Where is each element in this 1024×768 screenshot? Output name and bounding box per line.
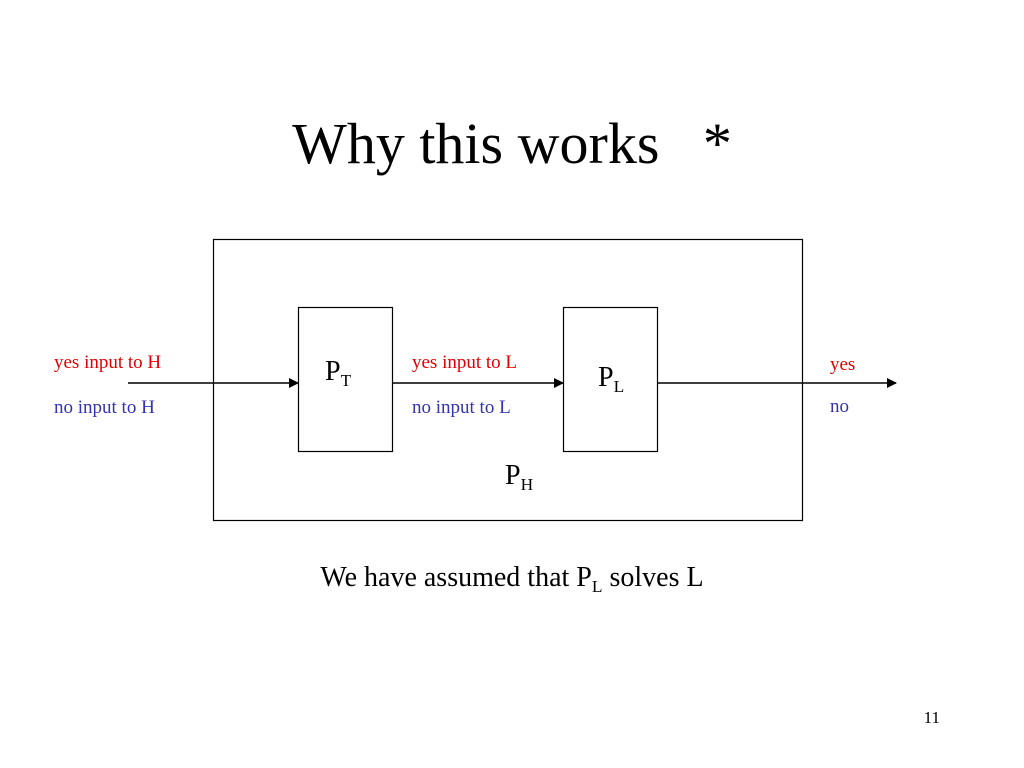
slide-title: Why this works * xyxy=(292,111,732,176)
box-pl-label: PL xyxy=(598,362,625,397)
box-pl-subscript: L xyxy=(613,377,625,397)
outer-box-ph xyxy=(212,238,804,522)
output-yes-label: yes xyxy=(830,354,856,375)
outer-box-subscript: H xyxy=(520,475,534,495)
caption: We have assumed that PL solves L xyxy=(0,560,1024,596)
slide-number: 11 xyxy=(923,708,940,727)
outer-box-label: PH xyxy=(505,460,534,495)
input-yes-label: yes input to H xyxy=(54,352,162,373)
outer-box-name: P xyxy=(505,460,521,491)
output-no-label: no xyxy=(830,396,849,417)
middle-yes-label: yes input to L xyxy=(412,352,518,373)
caption-text-before: We have assumed that P xyxy=(320,562,592,593)
box-pl-name: P xyxy=(598,362,614,393)
caption-text-after: solves L xyxy=(602,562,704,593)
input-no-label: no input to H xyxy=(54,397,155,418)
box-pt-name: P xyxy=(325,356,341,387)
middle-no-label: no input to L xyxy=(412,397,511,418)
box-pt-subscript: T xyxy=(340,371,352,391)
box-pt-label: PT xyxy=(325,356,352,391)
caption-subscript: L xyxy=(591,577,603,597)
